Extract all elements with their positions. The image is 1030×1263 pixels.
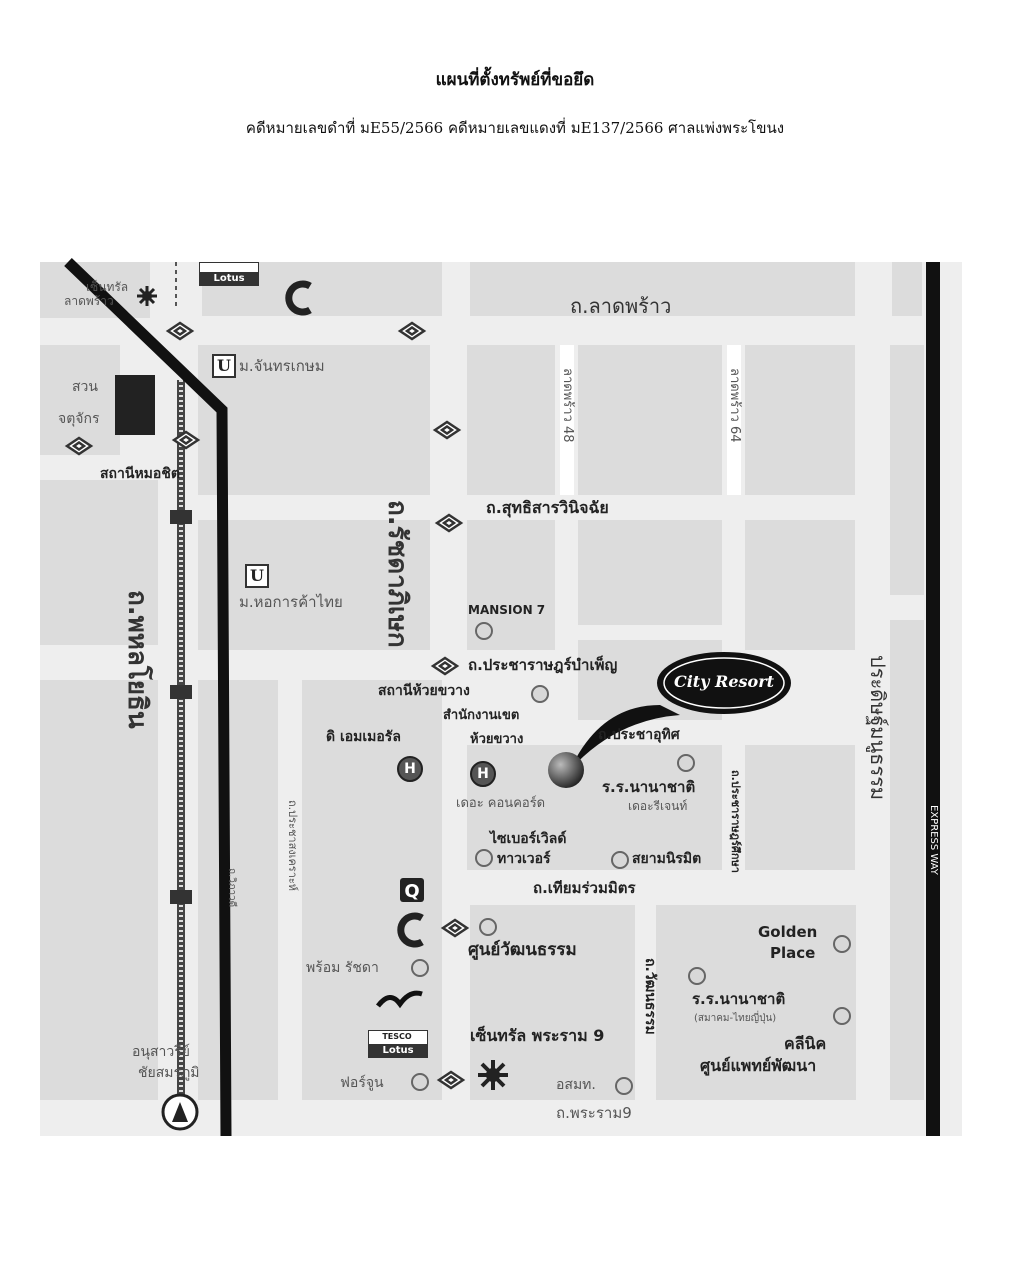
place-central-ladprao-1: เซ็นทรัล xyxy=(86,280,129,294)
road-pracharat-bamphen: ถ.ประชาราษฎร์บำเพ็ญ xyxy=(468,656,618,674)
place-intl-school-2: ร.ร.นานาชาติ xyxy=(692,990,786,1008)
road-rama9: ถ.พระราม9 xyxy=(556,1104,632,1122)
channel-logo-icon xyxy=(376,990,423,1009)
place-siam-niramit: สยามนิรมิต xyxy=(632,851,702,867)
road-pracha-uthit: ถ.ประชาอุทิศ xyxy=(598,727,680,743)
place-prompt-ratchada: พร้อม รัชดา xyxy=(306,960,379,976)
place-the-concord: เดอะ คอนคอร์ด xyxy=(456,796,546,811)
place-uni-chandrakasem: ม.จันทรเกษม xyxy=(239,357,325,375)
place-dev-center: ศูนย์แพทย์พัฒนา xyxy=(700,1056,817,1075)
place-district-office-2: ห้วยขวาง xyxy=(470,732,524,747)
retail-q-icon: Q xyxy=(400,878,424,902)
place-osmt: อสมท. xyxy=(556,1077,596,1093)
road-pradit-manutham: ประดิษฐ์มนูธรรม xyxy=(866,655,890,801)
lotus-label: Lotus xyxy=(200,272,258,285)
road-pracharatsuksa: ถ.ประชาราษฎร์ศึกษา xyxy=(729,770,742,873)
place-mansion7: MANSION 7 xyxy=(468,603,546,617)
tesco-lotus-bottom-icon: TESCO Lotus xyxy=(368,1030,428,1058)
place-park-1: สวน xyxy=(72,379,98,395)
svg-text:Q: Q xyxy=(404,881,419,902)
document-title: แผนที่ตั้งทรัพย์ที่ขอยึด xyxy=(435,70,595,90)
document-subtitle: คดีหมายเลขดำที่ มE55/2566 คดีหมายเลขแดงท… xyxy=(245,119,785,137)
place-intl-school-2-sub: (สมาคม-ไทยญี่ปุ่น) xyxy=(694,1013,777,1024)
expressway-line xyxy=(926,262,940,1136)
place-victory-1: อนุสาวรีย์ xyxy=(132,1044,190,1060)
tesco-lotus-top-icon: Lotus xyxy=(199,262,259,286)
place-cyberworld-2: ทาวเวอร์ xyxy=(497,851,551,867)
central-ladprao-icon xyxy=(137,286,157,306)
poi-markers xyxy=(411,622,851,1095)
hotel-icon: H xyxy=(470,761,496,787)
road-pracha-songkhro: ถ.ประชาสงเคราะห์ xyxy=(286,800,299,892)
road-vibhavadi: ถ.วิภาวดี xyxy=(226,868,237,908)
city-resort-badge xyxy=(657,652,791,714)
road-phahonyothin: ถ.พหลโยธิน xyxy=(122,590,152,729)
university-icon: U xyxy=(212,354,236,378)
place-the-emerald: ดิ เอมเมอรัล xyxy=(326,729,401,745)
city-resort-pointer xyxy=(570,705,680,770)
central-rama9-icon xyxy=(478,1060,508,1090)
place-clinic: คลีนิค xyxy=(784,1034,827,1053)
place-intl-school-1: ร.ร.นานาชาติ xyxy=(602,778,696,796)
place-intl-school-1-sub: เดอะรีเจนท์ xyxy=(628,799,688,813)
place-golden-place-1: Golden xyxy=(758,923,818,941)
place-central-ladprao-2: ลาดพร้าว xyxy=(64,294,114,308)
road-thiam-ruam-mit: ถ.เทียมร่วมมิตร xyxy=(533,879,636,897)
victory-monument-icon xyxy=(161,1093,199,1131)
bigc-icon-bottom xyxy=(397,912,424,948)
place-station-huaikhwang: สถานีห้วยขวาง xyxy=(378,683,470,699)
railway xyxy=(170,262,192,1110)
road-lat-phrao-48: ลาดพร้าว 48 xyxy=(560,368,575,443)
place-central-rama9: เซ็นทรัล พระราม 9 xyxy=(470,1026,605,1045)
hotel-icon: H xyxy=(397,756,423,782)
tesco-label: TESCO xyxy=(371,1032,423,1042)
city-resort-label: City Resort xyxy=(673,672,775,691)
road-ratchadaphisek: ถ.รัชดาภิเษก xyxy=(382,500,412,648)
place-victory-2: ชัยสมรภูมิ xyxy=(138,1065,200,1081)
place-uni-thai-chamber: ม.หอการค้าไทย xyxy=(239,593,343,611)
property-location-marker xyxy=(548,752,584,788)
bigc-icon-top xyxy=(285,280,312,316)
university-icon: U xyxy=(245,564,269,588)
place-cyberworld-1: ไซเบอร์เวิลด์ xyxy=(490,831,567,847)
place-golden-place-2: Place xyxy=(770,944,816,962)
road-lat-phrao-64: ลาดพร้าว 64 xyxy=(727,368,742,443)
place-station-mochit: สถานีหมอชิต xyxy=(100,466,180,482)
road-wattanatham: ถ.วัฒนธรรม xyxy=(642,958,658,1035)
lotus-label: Lotus xyxy=(369,1044,427,1057)
place-cultural-center: ศูนย์วัฒนธรรม xyxy=(468,940,577,960)
place-park-2: จตุจักร xyxy=(58,411,100,427)
road-sutthisan: ถ.สุทธิสารวินิจฉัย xyxy=(486,498,609,517)
road-lat-phrao: ถ.ลาดพร้าว xyxy=(570,294,672,318)
place-district-office-1: สำนักงานเขต xyxy=(443,708,520,723)
road-expressway: EXPRESS WAY xyxy=(928,805,939,875)
chatuchak-park xyxy=(115,375,155,435)
vibhavadi-highway xyxy=(64,258,232,1137)
metro-stations xyxy=(64,321,470,1090)
place-fortune: ฟอร์จูน xyxy=(340,1075,384,1091)
city-blocks xyxy=(40,262,924,1100)
